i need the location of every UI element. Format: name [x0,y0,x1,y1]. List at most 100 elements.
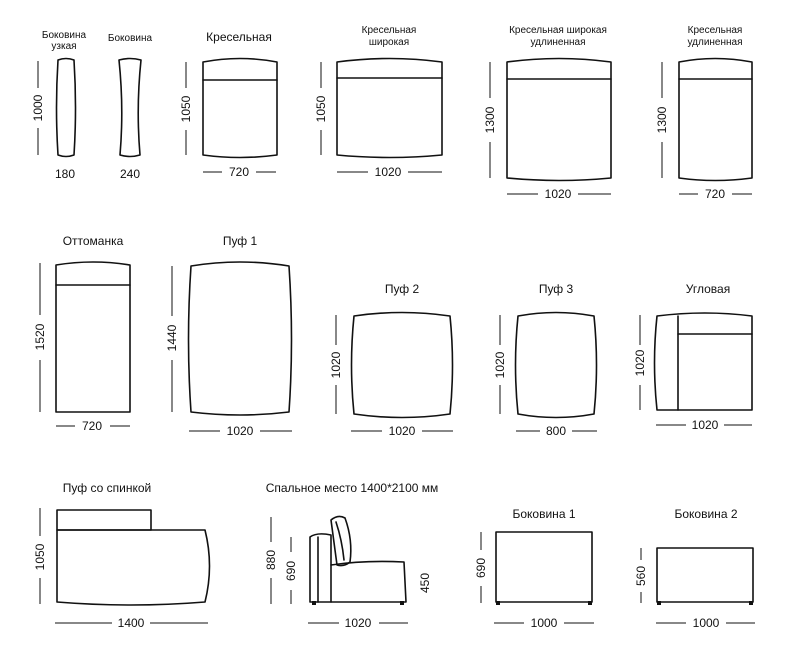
ottoman-width-dim: 720 [56,419,130,433]
armchair-wide-long-outline [506,57,612,182]
armchair-wide-long-title-line1: Кресельная широкая [509,25,607,36]
module-armchair-wide-long: Кресельная широкая удлиненная 1300 1020 [483,25,612,201]
pouf3-height-label: 1020 [493,351,507,378]
corner-height-dim: 1020 [633,315,647,410]
side2-foot-right [749,601,753,605]
corner-width-label: 1020 [692,418,719,432]
pouf2-outline [350,311,454,419]
side2-height-dim: 560 [634,548,648,603]
corner-title: Угловая [686,282,730,296]
side-width-label: 240 [120,167,140,181]
armchair-wide-width-label: 1020 [375,165,402,179]
pouf-back-width-label: 1400 [118,616,145,630]
armchair-wide-height-label: 1050 [314,95,328,122]
side-narrow-title-line2: узкая [51,41,76,52]
sleeper-foot-right [400,601,404,605]
module-pouf2: Пуф 2 1020 1020 [329,282,454,438]
sleeper-width-dim: 1020 [308,616,408,630]
ottoman-outline [55,261,131,413]
pouf2-height-label: 1020 [329,351,343,378]
module-pouf3: Пуф 3 1020 800 [493,282,598,438]
armchair-long-height-dim: 1300 [655,62,669,178]
corner-outline [653,312,753,411]
module-ottoman: Оттоманка 1520 720 [33,234,131,433]
corner-width-dim: 1020 [656,418,752,432]
pouf-back-backrest [56,509,152,531]
side-title: Боковина [108,33,153,44]
side2-width-label: 1000 [693,616,720,630]
armchair-title: Кресельная [206,30,272,44]
sleeper-height-total-dim: 880 [264,517,278,604]
armchair-wide-long-height-dim: 1300 [483,62,497,178]
pouf-back-outline [56,529,211,606]
module-armchair-long: Кресельная удлиненная 1300 720 [655,25,753,201]
corner-height-label: 1020 [633,349,647,376]
module-side1: Боковина 1 690 1000 [474,507,594,630]
pouf2-height-dim: 1020 [329,315,343,414]
pouf2-title: Пуф 2 [385,282,420,296]
pouf1-width-dim: 1020 [189,424,292,438]
side2-title: Боковина 2 [675,507,738,521]
pouf3-height-dim: 1020 [493,315,507,414]
side1-width-dim: 1000 [494,616,594,630]
pouf1-outline [187,261,293,416]
armchair-long-outline [678,57,753,182]
armchair-width-label: 720 [229,165,249,179]
side1-width-label: 1000 [531,616,558,630]
module-side2: Боковина 2 560 1000 [634,507,755,630]
armchair-wide-height-dim: 1050 [314,62,328,155]
pouf1-height-label: 1440 [165,324,179,351]
side1-title: Боковина 1 [513,507,576,521]
sleeper-height-total-label: 880 [264,550,278,570]
side1-outline [495,531,593,603]
side2-foot-left [657,601,661,605]
pouf3-width-label: 800 [546,424,566,438]
armchair-wide-long-title-line2: удлиненная [530,37,585,48]
side1-foot-right [588,601,592,605]
pouf1-height-dim: 1440 [165,266,179,412]
module-armchair-wide: Кресельная широкая 1050 1020 [314,25,443,179]
armchair-long-title-line2: удлиненная [687,37,742,48]
armchair-long-width-label: 720 [705,187,725,201]
side-narrow-title-line1: Боковина [42,30,87,41]
side-narrow-height-label: 1000 [31,94,45,121]
module-armchair: Кресельная 1050 720 [179,30,278,179]
pouf3-title: Пуф 3 [539,282,574,296]
pouf2-width-dim: 1020 [351,424,453,438]
module-corner: Угловая 1020 1020 [633,282,753,432]
module-pouf-back: Пуф со спинкой 1050 1400 [33,481,211,630]
armchair-wide-title-line1: Кресельная [362,25,417,36]
module-sleeper: Спальное место 1400*2100 мм 880 690 450 … [264,481,438,630]
ottoman-title: Оттоманка [63,234,124,248]
side1-foot-left [496,601,500,605]
sleeper-frame [309,533,407,603]
sleeper-foot-left [312,601,316,605]
armchair-wide-long-width-label: 1020 [545,187,572,201]
sleeper-back-cushion [330,515,352,567]
armchair-height-dim: 1050 [179,62,193,155]
armchair-long-width-dim: 720 [679,187,752,201]
armchair-long-title-line1: Кресельная [688,25,743,36]
armchair-outline [202,57,278,159]
side1-height-label: 690 [474,558,488,578]
module-pouf1: Пуф 1 1440 1020 [165,234,293,438]
module-side-narrow: Боковина узкая 1000 180 [31,30,87,181]
side-narrow-outline [55,57,77,158]
side2-width-dim: 1000 [656,616,755,630]
sleeper-height-seat-label: 690 [284,561,298,581]
pouf3-outline [514,311,598,419]
armchair-wide-title-line2: широкая [369,37,409,48]
ottoman-height-dim: 1520 [33,263,47,412]
armchair-width-dim: 720 [203,165,276,179]
side-narrow-width-label: 180 [55,167,75,181]
ottoman-width-label: 720 [82,419,102,433]
side2-outline [656,547,754,603]
ottoman-height-label: 1520 [33,323,47,350]
side2-height-label: 560 [634,566,648,586]
sleeper-back-cushion-inner [335,521,345,561]
armchair-wide-outline [336,57,443,159]
sleeper-title: Спальное место 1400*2100 мм [266,481,439,495]
side-narrow-height-dim: 1000 [31,61,45,155]
pouf-back-title: Пуф со спинкой [63,481,151,495]
pouf1-width-label: 1020 [227,424,254,438]
